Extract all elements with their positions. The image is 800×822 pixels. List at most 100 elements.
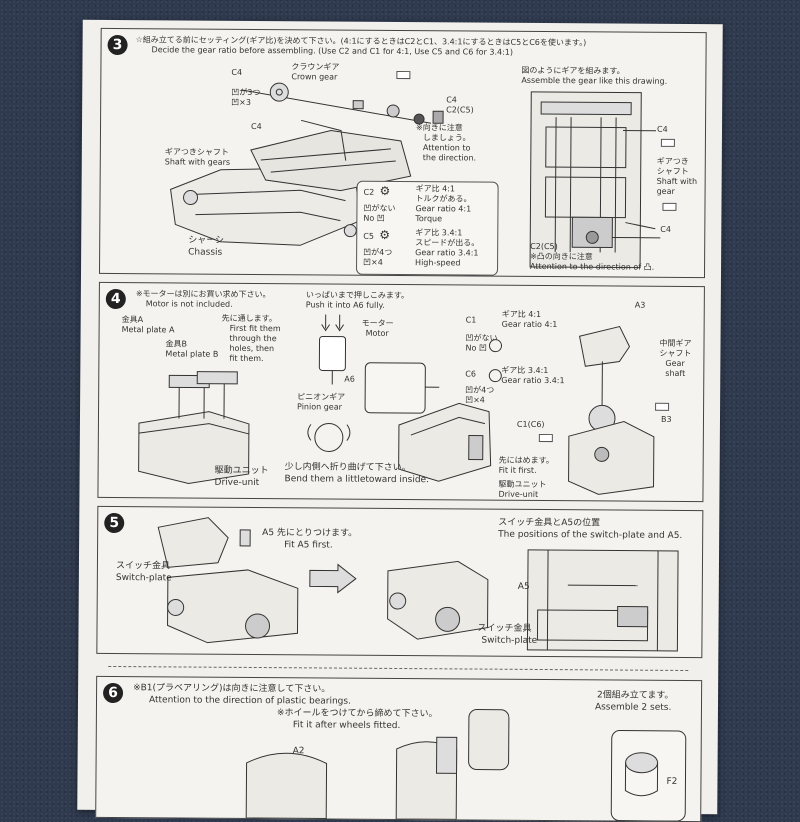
shaft-with-gears-jp: ギアつきシャフト	[165, 147, 229, 157]
needs4-label: 凹が4つ	[363, 248, 392, 258]
wheel-note-jp: ※ホイールをつけてから締めて下さい。	[277, 708, 438, 720]
plate-b-jp: 金具B	[165, 339, 187, 349]
step-4-panel: 4 ※モーターは別にお買い求め下さい。 Motor is not include…	[97, 282, 704, 502]
c4-label-c: C4	[446, 95, 457, 105]
needs3-label: 凹が3つ	[231, 88, 260, 98]
c4-label: C4	[231, 68, 242, 78]
gear41-jp: ギア比 4:1	[416, 184, 455, 194]
a2-label: A2	[293, 746, 305, 757]
f2-label: F2	[666, 777, 677, 788]
motor-en: Motor	[366, 329, 389, 339]
plate-a-jp: 金具A	[122, 315, 144, 325]
none-jp: 凹がない	[466, 333, 498, 343]
gear341-jp: ギア比 3.4:1	[415, 228, 462, 238]
direction-jp2: しましょう。	[423, 133, 471, 143]
part-tag	[661, 139, 675, 147]
drive-unit-jp: 駆動ユニット	[215, 466, 269, 477]
mid-gear-jp1: 中間ギア	[659, 339, 691, 349]
direction-jp: ※向きに注意	[416, 123, 463, 133]
push-jp: いっぱいまで押しこみます。	[306, 290, 409, 301]
switch-plate-jp: スイッチ金具	[116, 561, 170, 572]
first-en3: holes, then	[229, 344, 274, 354]
torque-jp: トルクがある。	[415, 194, 471, 204]
direction-en2: the direction.	[423, 153, 476, 163]
no-label: No 凹	[465, 343, 486, 353]
step-number-badge: 4	[106, 289, 126, 309]
instruction-sheet: 3 ☆組み立てる前にセッティング(ギア比)を決めて下さい。(4:1にするときはC…	[77, 20, 722, 814]
switch-plate2-jp: スイッチ金具	[477, 624, 531, 635]
drive-unit-en: Drive-unit	[214, 478, 259, 489]
gear-icon: ⚙	[379, 230, 390, 240]
right-c4-label: C4	[657, 125, 668, 135]
gear-c5-label: C5	[363, 232, 374, 242]
b1-note-en: Attention to the direction of plastic be…	[149, 695, 351, 707]
c1c6-label: C1(C6)	[517, 420, 545, 430]
needs4b-label: 凹×4	[363, 258, 383, 268]
bend-en: Bend them a littletoward inside.	[285, 474, 429, 486]
right-note-en: Assemble the gear like this drawing.	[521, 76, 667, 87]
first-en2: through the	[230, 334, 277, 344]
plate-a-en: Metal plate A	[122, 325, 175, 335]
crown-gear-jp: クラウンギア	[291, 62, 339, 72]
right-direction-en: Attention to the direction of 凸.	[530, 262, 654, 273]
torque-en: Torque	[415, 214, 442, 224]
plate-b-en: Metal plate B	[165, 349, 218, 359]
drive-unit2-en: Drive-unit	[498, 490, 538, 500]
pinion-en: Pinion gear	[297, 402, 342, 412]
push-en: Push it into A6 fully.	[306, 300, 385, 311]
part-tag	[655, 403, 669, 411]
switch-plate-en: Switch-plate	[116, 573, 172, 584]
step-5-panel: 5 A5 先にとりつけます。 Fit A5 first. スイッチ金具 Swit…	[96, 506, 703, 658]
wheel-note-en: Fit it after wheels fitted.	[293, 720, 401, 732]
c4-label-b: C4	[251, 122, 262, 132]
right-note-jp: 図のようにギアを組みます。	[521, 66, 624, 77]
step-5-drawing	[97, 507, 702, 657]
c6-label: C6	[465, 369, 476, 379]
right-direction-jp: ※凸の向きに注意	[530, 252, 593, 262]
c1-label: C1	[466, 315, 477, 325]
drive-unit2-jp: 駆動ユニット	[498, 480, 546, 490]
b3-label: B3	[661, 415, 672, 425]
fit-first-jp: 先にはめます。	[499, 456, 554, 466]
a5-first-en: Fit A5 first.	[284, 540, 333, 551]
no-label: No 凹	[363, 214, 384, 224]
bend-jp: 少し内側へ折り曲げて下さい。	[285, 462, 411, 474]
speed-jp: スピードが出る。	[415, 238, 479, 248]
chassis-en: Chassis	[188, 248, 222, 259]
part-tag	[662, 203, 676, 211]
first-jp: 先に通します。	[222, 314, 277, 324]
direction-en1: Attention to	[423, 143, 471, 153]
mid-gear-en2: shaft	[665, 369, 685, 379]
right-shaft-en1: Shaft with	[657, 177, 697, 187]
chassis-jp: シャーシ	[188, 236, 224, 247]
none-jp: 凹がない	[363, 204, 395, 214]
needs4b-label: 凹×4	[465, 395, 485, 405]
mid-gear-en1: Gear	[665, 359, 684, 369]
a5-first-jp: A5 先にとりつけます。	[262, 528, 357, 540]
shaft-with-gears-en: Shaft with gears	[165, 157, 230, 167]
gear341-en: Gear ratio 3.4:1	[415, 248, 478, 258]
gear-ratio-box: C2 ⚙ ギア比 4:1 トルクがある。 凹がない Gear ratio 4:1…	[356, 181, 499, 276]
part-tag	[396, 71, 410, 79]
fold-line	[108, 666, 688, 671]
gear41-en: Gear ratio 4:1	[415, 204, 471, 214]
positions-en: The positions of the switch-plate and A5…	[498, 530, 682, 542]
pinion-jp: ピニオンギア	[297, 392, 345, 402]
right-shaft-en2: gear	[657, 187, 675, 197]
fit-first-en: Fit it first.	[499, 466, 537, 476]
b1-note-jp: ※B1(プラベアリング)は向きに注意して下さい。	[133, 683, 330, 695]
c2c5-label: C2(C5)	[446, 105, 474, 115]
right-shaft-jp2: シャフト	[657, 167, 689, 177]
mid-gear-jp2: シャフト	[659, 349, 691, 359]
step-number-badge: 3	[108, 35, 128, 55]
gear341-jp: ギア比 3.4:1	[501, 366, 548, 376]
gear41-en: Gear ratio 4:1	[502, 320, 558, 330]
speed-en: High-speed	[415, 258, 461, 268]
a3-label: A3	[635, 301, 646, 311]
step-number-badge: 5	[104, 513, 124, 533]
a5-label: A5	[518, 582, 530, 593]
first-en4: fit them.	[229, 354, 263, 364]
needs4-label: 凹が4つ	[465, 385, 494, 395]
gear41-jp: ギア比 4:1	[502, 310, 541, 320]
motor-note-en: Motor is not included.	[146, 299, 233, 310]
